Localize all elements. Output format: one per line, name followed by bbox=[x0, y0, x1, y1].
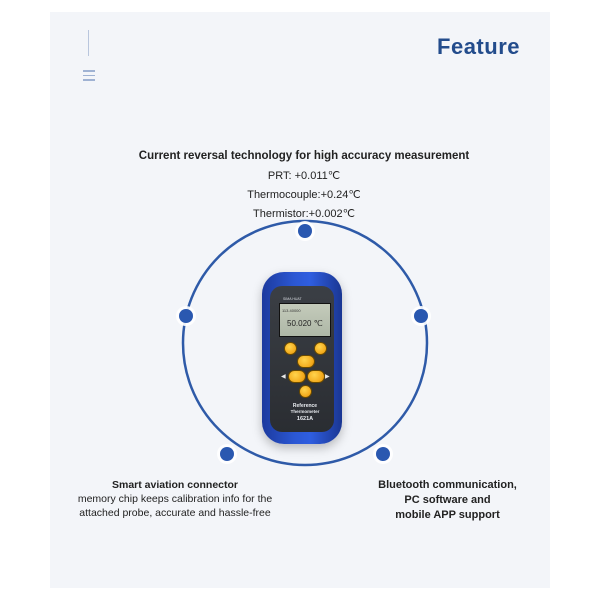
sun-icon bbox=[314, 342, 327, 355]
feature-connector: Smart aviation connector memory chip kee… bbox=[55, 478, 295, 520]
feature-connector-line1: memory chip keeps calibration info for t… bbox=[77, 493, 273, 505]
device-label-line2: Thermometer bbox=[290, 409, 320, 414]
feature-bluetooth: Bluetooth communication, PC software and… bbox=[335, 478, 560, 523]
decorative-bars bbox=[83, 70, 95, 84]
device-key-left bbox=[288, 370, 306, 383]
feature-accuracy-thermocouple: Thermocouple:+0.24℃ bbox=[247, 189, 361, 201]
ring-node-top bbox=[295, 221, 315, 241]
feature-connector-heading: Smart aviation connector bbox=[111, 479, 239, 491]
device-key-right bbox=[307, 370, 325, 383]
feature-bluetooth-line2: PC software and bbox=[404, 494, 491, 506]
feature-accuracy: Current reversal technology for high acc… bbox=[100, 150, 508, 224]
left-arrow-icon: ◀ bbox=[281, 374, 286, 380]
screen-reading-small: 113.40000 bbox=[282, 308, 301, 313]
screen-reading-value: 50.020 ℃ bbox=[287, 319, 323, 328]
page-title: Feature bbox=[437, 34, 520, 59]
feature-bluetooth-line1: Bluetooth communication, bbox=[378, 479, 517, 491]
device-label-line1: Reference bbox=[292, 403, 318, 409]
feature-bluetooth-line3: mobile APP support bbox=[395, 509, 500, 521]
ring-node-right bbox=[411, 306, 431, 326]
feature-accuracy-thermistor: Thermistor:+0.002℃ bbox=[253, 208, 355, 220]
feature-accuracy-prt: PRT: +0.011℃ bbox=[267, 170, 341, 182]
bluetooth-icon bbox=[299, 385, 312, 398]
device-model: 1621A bbox=[296, 416, 314, 422]
right-arrow-icon: ▶ bbox=[325, 374, 330, 380]
device-key-top bbox=[297, 355, 315, 368]
device-brand: SIMA HUAT bbox=[283, 297, 302, 301]
ring-node-left bbox=[176, 306, 196, 326]
ring-node-bottom-left bbox=[217, 444, 237, 464]
ring-node-bottom-right bbox=[373, 444, 393, 464]
decorative-line bbox=[88, 30, 89, 56]
feature-accuracy-heading: Current reversal technology for high acc… bbox=[138, 150, 470, 162]
feature-connector-line2: attached probe, accurate and hassle-free bbox=[79, 507, 271, 519]
power-icon bbox=[284, 342, 297, 355]
device-screen: 113.40000 50.020 ℃ bbox=[279, 303, 331, 337]
